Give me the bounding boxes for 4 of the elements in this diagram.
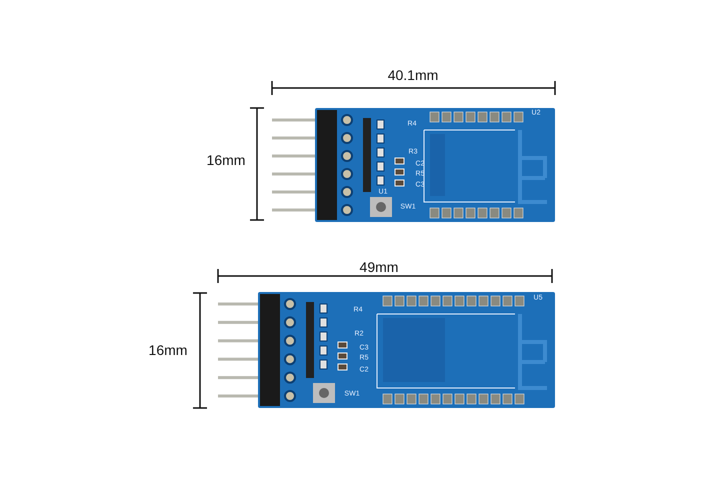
dimension-label: 16mm xyxy=(206,152,246,168)
dimension-label: 49mm xyxy=(360,259,398,275)
dimension-label: 40.1mm xyxy=(388,67,438,83)
dimension-label: 16mm xyxy=(148,342,188,358)
